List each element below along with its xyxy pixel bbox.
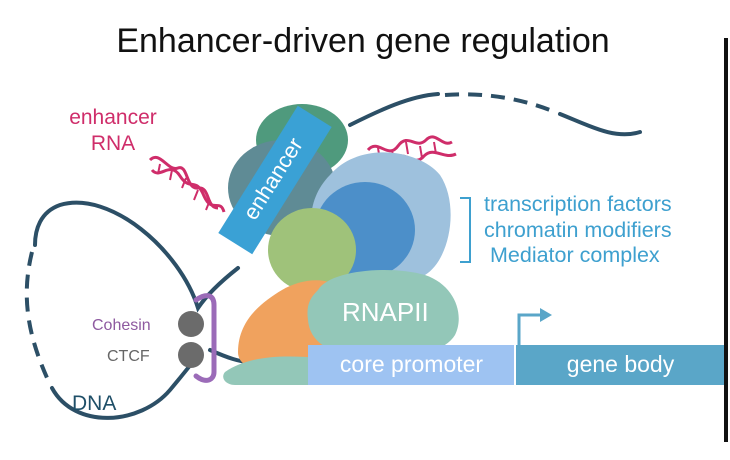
rnapii-label: RNAPII [342,297,429,327]
rnapii-blob [307,270,459,359]
cohesin-label: Cohesin [92,317,151,334]
enhancer-rna-label: enhancer RNA [58,105,168,157]
right-divider [724,38,728,442]
dna-strand-upper-right [348,92,440,127]
dna-strand-left-loop-upper [33,200,240,313]
gene-body-bar [516,345,725,385]
core-promoter-label: core promoter [339,351,484,377]
ctcf-label: CTCF [107,348,150,365]
cohesin-ring [193,293,217,383]
transcription-start-arrow [517,313,540,345]
ctcf-ball-upper [178,311,204,337]
dna-strand-right-end [558,112,642,137]
enhancer-rna-helix-left [148,156,226,213]
dna-label: DNA [72,392,117,415]
dna-strand-left-loop-dashed [24,251,50,381]
gene-body-label: gene body [566,351,675,377]
chromatin-modifiers-label: chromatin modifiers [484,218,672,242]
transcription-factors-label: transcription factors [484,192,672,216]
core-promoter-bar [308,345,514,385]
transcription-factor-blob [268,208,356,292]
transcription-start-arrowhead [540,308,552,322]
diagram-title: Enhancer-driven gene regulation [116,22,610,60]
ctcf-ball-lower [178,342,204,368]
mediator-complex-label: Mediator complex [490,243,660,267]
promoter-complex-teal [223,356,320,385]
factors-bracket [460,197,471,263]
enhancer-rna-label-line1: enhancer [69,106,157,129]
dna-strand-dashed-top [444,92,556,114]
enhancer-rna-label-line2: RNA [90,132,136,155]
